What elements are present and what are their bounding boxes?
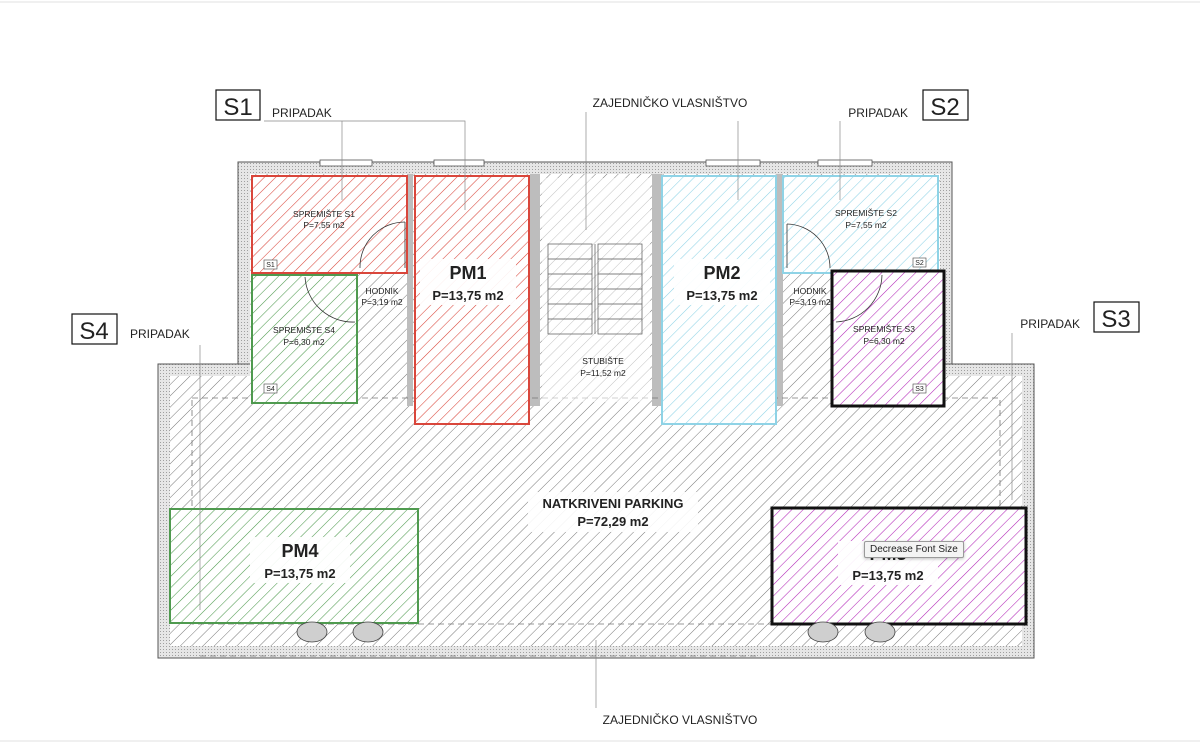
svg-text:P=13,75 m2: P=13,75 m2 xyxy=(686,288,757,303)
svg-text:S2: S2 xyxy=(930,94,959,121)
svg-text:PRIPADAK: PRIPADAK xyxy=(1020,317,1080,331)
common-ownership-top: ZAJEDNIČKO VLASNIŠTVO xyxy=(593,95,748,110)
tooltip-decrease-font-size: Decrease Font Size xyxy=(864,541,964,558)
storage-s3 xyxy=(830,269,946,408)
svg-text:P=13,75 m2: P=13,75 m2 xyxy=(432,288,503,303)
stairs-name: STUBIŠTE xyxy=(582,356,624,366)
badge-s2: S2 xyxy=(915,260,924,267)
svg-text:NATKRIVENI PARKING: NATKRIVENI PARKING xyxy=(542,496,683,511)
stairs-area: P=11,52 m2 xyxy=(580,368,626,378)
svg-text:P=13,75 m2: P=13,75 m2 xyxy=(264,566,335,581)
storage-s1-name: SPREMIŠTE S1 xyxy=(293,209,355,219)
storage-s3-area: P=6,30 m2 xyxy=(863,336,905,346)
storage-s3-name: SPREMIŠTE S3 xyxy=(853,324,915,334)
pm1-label: PM1 P=13,75 m2 xyxy=(420,259,516,305)
badge-s4: S4 xyxy=(266,386,275,393)
storage-s4-name: SPREMIŠTE S4 xyxy=(273,325,335,335)
tag-s3: S3 PRIPADAK xyxy=(1020,301,1140,333)
badge-s1: S1 xyxy=(266,262,275,269)
corridor-right-area: P=3,19 m2 xyxy=(789,297,831,307)
svg-text:S4: S4 xyxy=(79,318,108,345)
svg-text:S3: S3 xyxy=(1101,306,1130,333)
svg-text:PM4: PM4 xyxy=(281,541,318,561)
badge-s3: S3 xyxy=(915,386,924,393)
svg-text:PRIPADAK: PRIPADAK xyxy=(130,327,190,341)
tag-s2: S2 PRIPADAK xyxy=(848,89,969,121)
corridor-left-name: HODNIK xyxy=(365,286,398,296)
pm4-label: PM4 P=13,75 m2 xyxy=(250,537,350,583)
storage-s2-name: SPREMIŠTE S2 xyxy=(835,208,897,218)
floor-drains xyxy=(296,621,896,643)
svg-text:PRIPADAK: PRIPADAK xyxy=(848,106,908,120)
storage-s1 xyxy=(251,175,408,274)
tag-s1: S1 PRIPADAK xyxy=(215,89,332,121)
corridor-left-area: P=3,19 m2 xyxy=(361,297,403,307)
svg-text:PM1: PM1 xyxy=(449,263,486,283)
common-ownership-bottom: ZAJEDNIČKO VLASNIŠTVO xyxy=(603,712,758,727)
svg-text:PRIPADAK: PRIPADAK xyxy=(272,106,332,120)
pm2-label: PM2 P=13,75 m2 xyxy=(674,259,770,305)
covered-parking-label: NATKRIVENI PARKING P=72,29 m2 xyxy=(528,492,698,532)
svg-text:P=13,75 m2: P=13,75 m2 xyxy=(852,568,923,583)
storage-s4 xyxy=(251,274,358,404)
storage-s2-area: P=7,55 m2 xyxy=(845,220,887,230)
svg-text:P=72,29 m2: P=72,29 m2 xyxy=(577,514,648,529)
storage-s4-area: P=6,30 m2 xyxy=(283,337,325,347)
stairs-drawing xyxy=(542,178,650,402)
svg-text:PM2: PM2 xyxy=(703,263,740,283)
tag-s4: S4 PRIPADAK xyxy=(71,313,190,345)
storage-s2 xyxy=(782,175,939,274)
leader-lines xyxy=(199,112,1013,708)
storage-s1-area: P=7,55 m2 xyxy=(303,220,345,230)
svg-text:S1: S1 xyxy=(223,94,252,121)
corridor-right-name: HODNIK xyxy=(793,286,826,296)
